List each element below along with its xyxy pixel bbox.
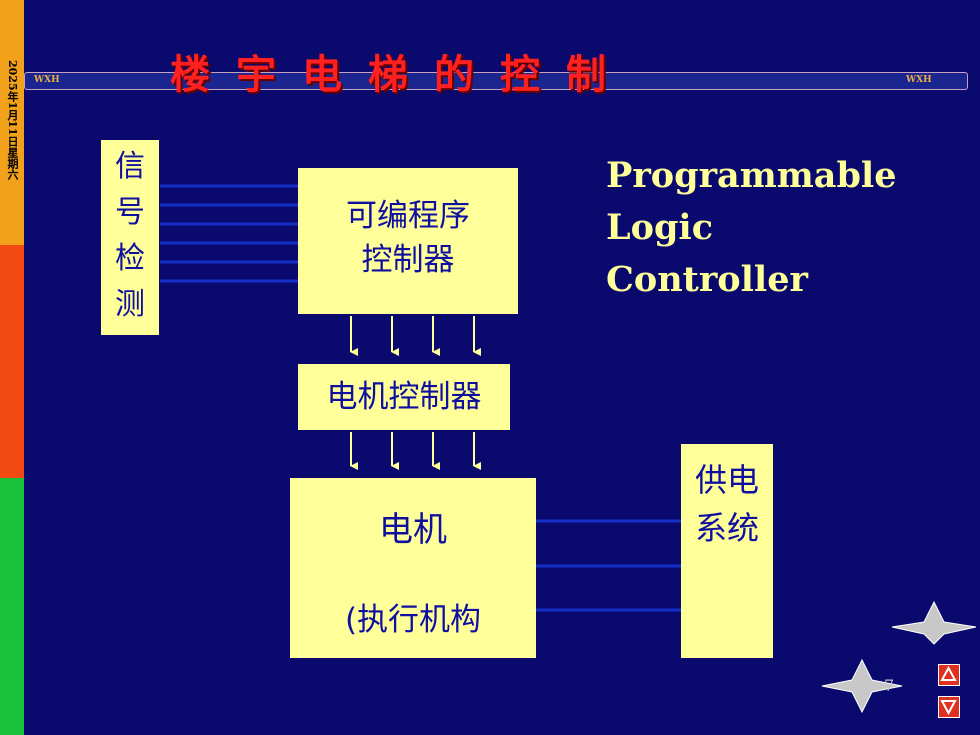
star-icon-small bbox=[821, 658, 903, 714]
plc-english-line1: Programmable bbox=[606, 155, 897, 196]
power-system-box: 供电系统 bbox=[681, 444, 773, 658]
motor-box: 电机 (执行机构 bbox=[290, 478, 536, 658]
triangle-down-icon bbox=[940, 700, 957, 716]
slide-title: 楼宇电梯的控制 bbox=[170, 52, 632, 98]
left-color-bar bbox=[0, 0, 24, 735]
header-tag-left: WXH bbox=[34, 75, 60, 85]
signal-detection-box: 信号检测 bbox=[101, 140, 159, 335]
page-number: 7 bbox=[884, 676, 895, 695]
left-bar-orange-segment bbox=[0, 0, 24, 245]
plc-label-line2: 控制器 bbox=[361, 242, 455, 278]
plc-box: 可编程序 控制器 bbox=[298, 168, 518, 314]
plc-label-line1: 可编程序 bbox=[346, 198, 470, 234]
plc-english-text: Programmable Logic Controller bbox=[606, 150, 896, 306]
signal-to-plc-lines bbox=[160, 184, 298, 283]
left-bar-green-segment bbox=[0, 478, 24, 735]
triangle-up-icon bbox=[940, 665, 957, 681]
prev-slide-button[interactable] bbox=[938, 664, 960, 686]
motor-sublabel: (执行机构 bbox=[344, 602, 482, 638]
header-tag-right: WXH bbox=[906, 75, 932, 85]
motorctl-to-motor-arrows bbox=[350, 432, 481, 470]
left-bar-red-segment bbox=[0, 245, 24, 478]
motor-to-power-lines bbox=[536, 519, 681, 612]
plc-english-line3: Controller bbox=[606, 259, 808, 300]
title-band bbox=[24, 72, 968, 90]
motor-label: 电机 bbox=[379, 510, 447, 550]
motor-controller-box: 电机控制器 bbox=[298, 364, 510, 430]
plc-to-motorctl-arrows bbox=[350, 316, 481, 356]
next-slide-button[interactable] bbox=[938, 696, 960, 718]
star-icon-large bbox=[891, 600, 977, 645]
plc-english-line2: Logic bbox=[606, 207, 714, 248]
date-label: 2025年1月11日星期六 bbox=[6, 60, 19, 180]
